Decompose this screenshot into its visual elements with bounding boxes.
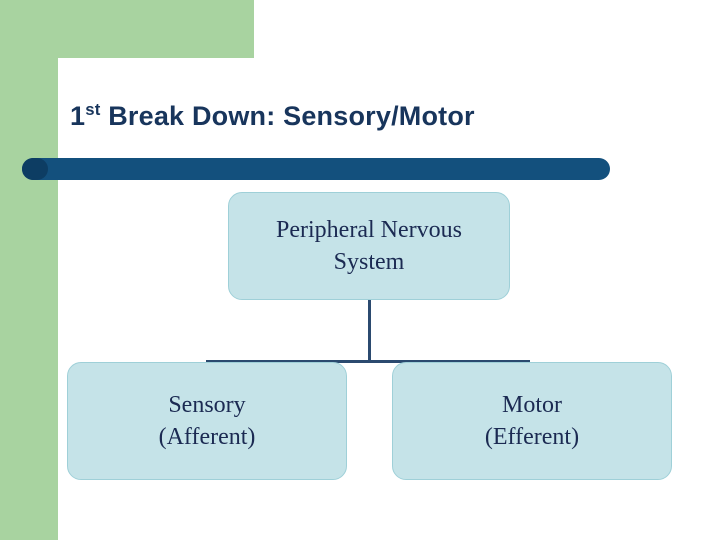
node-label-line-2: (Efferent)	[484, 424, 580, 450]
page-title: 1st Break Down: Sensory/Motor	[70, 100, 670, 132]
title-divider-cap	[22, 158, 48, 180]
node-label: Peripheral Nervous System	[266, 214, 472, 279]
diagram-node-peripheral-nervous-system[interactable]: Peripheral Nervous System	[228, 192, 510, 300]
node-label-line-1: Sensory	[168, 391, 246, 418]
node-label: Motor (Efferent)	[475, 389, 589, 454]
page-title-rest: Break Down: Sensory/Motor	[100, 101, 475, 131]
diagram-node-sensory[interactable]: Sensory (Afferent)	[67, 362, 347, 480]
connector-vertical-from-pns	[368, 300, 371, 362]
node-label-line-2: (Afferent)	[158, 424, 256, 450]
node-label-line-2: System	[333, 249, 405, 275]
node-label: Sensory (Afferent)	[149, 389, 266, 454]
page-title-prefix: 1	[70, 101, 86, 131]
connector-horizontal-branch	[206, 360, 530, 363]
diagram-node-motor[interactable]: Motor (Efferent)	[392, 362, 672, 480]
green-accent-band-top	[58, 0, 254, 58]
node-label-line-1: Peripheral Nervous	[276, 216, 462, 243]
title-divider-bar	[22, 158, 610, 180]
node-label-line-1: Motor	[501, 391, 562, 418]
green-accent-band-left	[0, 0, 58, 540]
page-title-superscript: st	[85, 100, 101, 119]
